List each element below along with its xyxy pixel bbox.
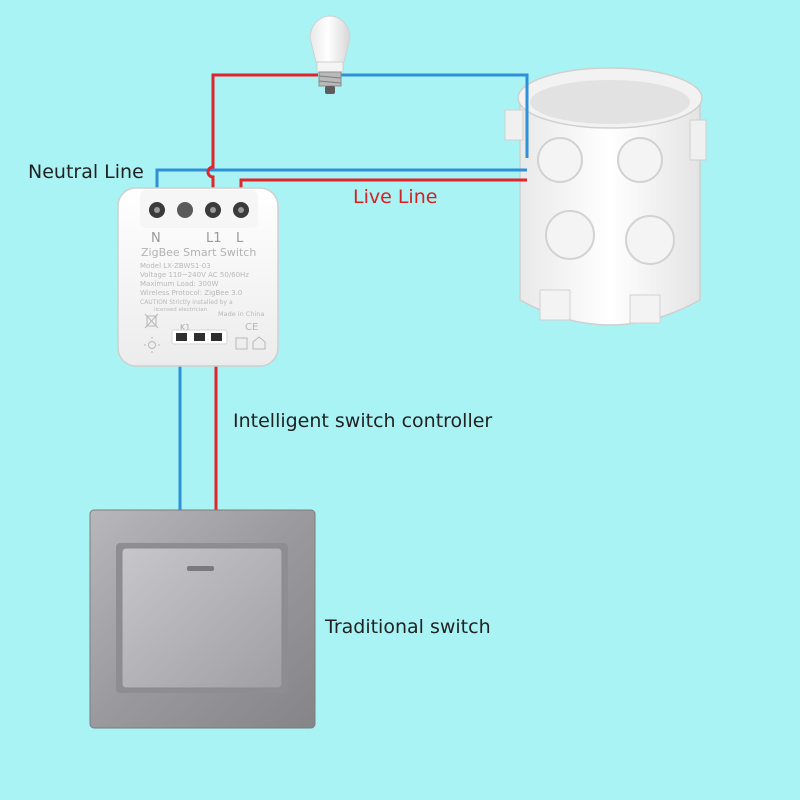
module-title: ZigBee Smart Switch [141,246,256,259]
house-icon [252,336,266,350]
module-spec-line: Maximum Load: 300W [140,280,218,288]
indicator-slot [187,566,214,571]
switch-terminal [176,333,187,341]
traditional-switch-label: Traditional switch [325,616,491,638]
module-spec-line: Voltage 110~240V AC 50/60Hz [140,271,249,279]
wires [155,73,529,515]
live-line-label: Live Line [353,186,438,208]
smart-switch-module: N L1 L ZigBee Smart Switch Model LX-ZBWS… [117,187,279,367]
module-spec-line: CAUTION Strictly installed by a [140,299,233,306]
bin-icon [144,313,159,329]
junction-box [504,67,707,326]
square-icon [235,337,248,350]
module-spec-line: Model LX-ZBWS1-03 [140,262,211,270]
ce-mark: CE [245,322,258,333]
made-in-label: Made in China [218,310,264,318]
terminal-blank-screw [177,202,193,218]
wall-switch [89,509,316,729]
switch-terminal [211,333,222,341]
k1-label: K1 [180,323,190,332]
terminal-l-label: L [236,231,244,246]
sun-icon [144,337,160,353]
neutral-line-label: Neutral Line [28,161,144,183]
controller-label: Intelligent switch controller [233,410,493,432]
neutral-wire-bulb [338,73,529,158]
switch-terminal [194,333,205,341]
module-spec-line: licensed electrician [154,307,208,313]
switch-rocker [121,547,283,689]
module-spec-line: Wireless Protocol: ZigBee 3.0 [140,289,242,297]
terminal-n-label: N [151,231,161,246]
terminal-l1-label: L1 [206,231,222,246]
light-bulb [309,15,351,94]
live-wire-bulb [206,73,318,208]
